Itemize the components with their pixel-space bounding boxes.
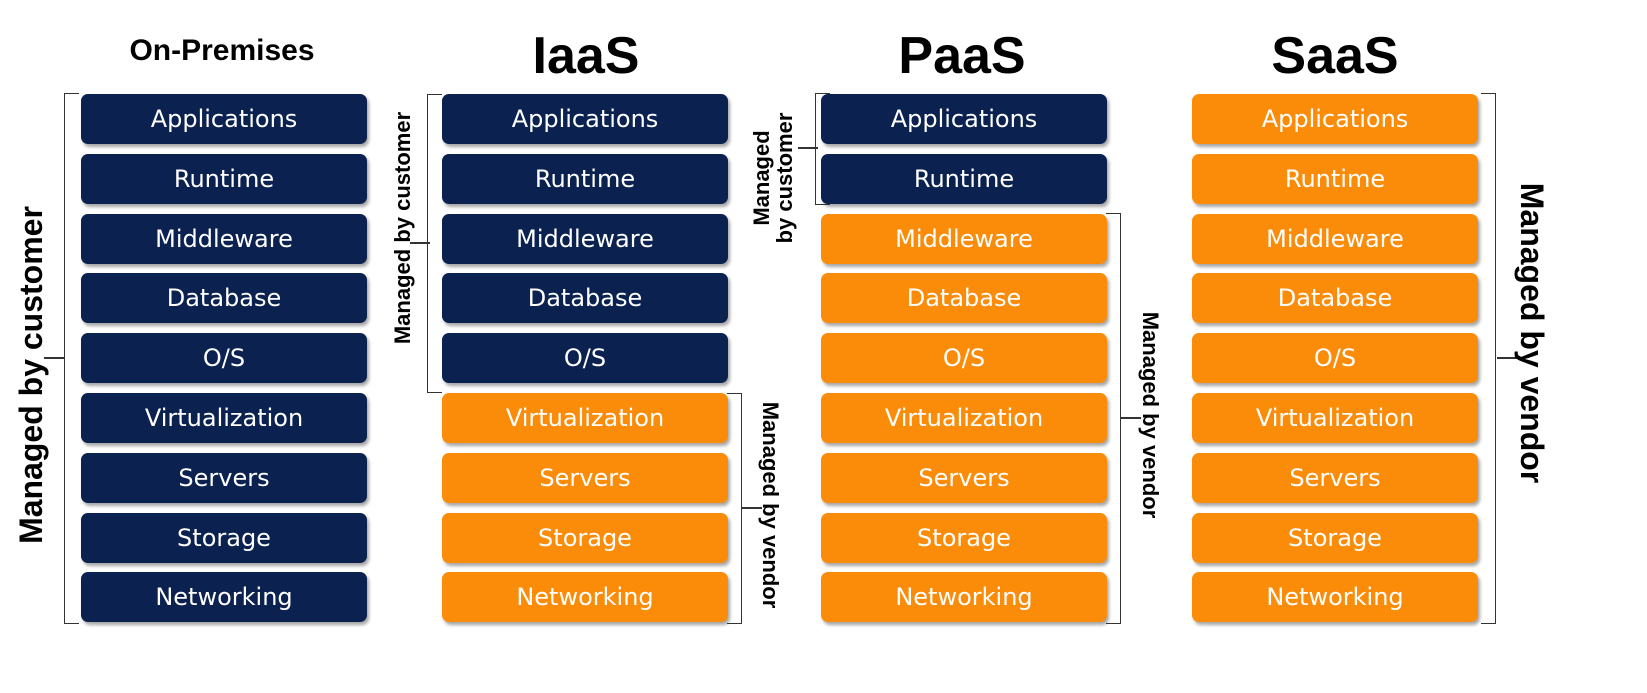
- paas-layer-runtime: Runtime: [821, 154, 1107, 204]
- heading-paas: PaaS: [898, 27, 1026, 85]
- saas-layer-runtime: Runtime: [1192, 154, 1478, 204]
- onprem-layer-applications: Applications: [81, 94, 367, 144]
- saas-layer-virtualization: Virtualization: [1192, 393, 1478, 443]
- paas-customer-label-line1: Managed: [748, 130, 774, 226]
- saas-vendor-bracket-tick: [1497, 357, 1517, 359]
- paas-layer-servers: Servers: [821, 453, 1107, 503]
- onprem-customer-bracket-tick: [44, 357, 64, 359]
- paas-vendor-bracket: [1106, 213, 1121, 624]
- iaas-vendor-label: Managed by vendor: [758, 401, 783, 609]
- iaas-customer-bracket-tick: [410, 242, 430, 244]
- paas-layer-database: Database: [821, 273, 1107, 323]
- iaas-layer-o-s: O/S: [442, 333, 728, 383]
- heading-iaas: IaaS: [532, 27, 640, 85]
- onprem-customer-bracket: [64, 93, 79, 624]
- paas-layer-networking: Networking: [821, 572, 1107, 622]
- paas-vendor-label: Managed by vendor: [1138, 311, 1163, 519]
- onprem-layer-virtualization: Virtualization: [81, 393, 367, 443]
- saas-layer-applications: Applications: [1192, 94, 1478, 144]
- iaas-vendor-bracket: [727, 393, 742, 624]
- onprem-layer-storage: Storage: [81, 513, 367, 563]
- saas-vendor-label: Managed by vendor: [1514, 182, 1550, 484]
- paas-layer-applications: Applications: [821, 94, 1107, 144]
- iaas-customer-label: Managed by customer: [390, 111, 415, 345]
- heading-saas: SaaS: [1271, 27, 1399, 85]
- saas-layer-o-s: O/S: [1192, 333, 1478, 383]
- paas-customer-bracket-tick: [798, 147, 818, 149]
- onprem-layer-networking: Networking: [81, 572, 367, 622]
- iaas-layer-database: Database: [442, 273, 728, 323]
- saas-layer-networking: Networking: [1192, 572, 1478, 622]
- iaas-layer-middleware: Middleware: [442, 214, 728, 264]
- iaas-vendor-bracket-tick: [742, 507, 762, 509]
- onprem-layer-servers: Servers: [81, 453, 367, 503]
- onprem-layer-o-s: O/S: [81, 333, 367, 383]
- onprem-layer-runtime: Runtime: [81, 154, 367, 204]
- paas-layer-storage: Storage: [821, 513, 1107, 563]
- onprem-layer-database: Database: [81, 273, 367, 323]
- onprem-customer-label: Managed by customer: [13, 206, 49, 544]
- iaas-layer-applications: Applications: [442, 94, 728, 144]
- saas-layer-storage: Storage: [1192, 513, 1478, 563]
- iaas-customer-bracket: [427, 94, 442, 393]
- paas-layer-virtualization: Virtualization: [821, 393, 1107, 443]
- paas-customer-label: Managed by customer: [748, 112, 797, 244]
- iaas-layer-runtime: Runtime: [442, 154, 728, 204]
- iaas-layer-servers: Servers: [442, 453, 728, 503]
- iaas-layer-storage: Storage: [442, 513, 728, 563]
- onprem-layer-middleware: Middleware: [81, 214, 367, 264]
- iaas-layer-networking: Networking: [442, 572, 728, 622]
- paas-vendor-bracket-tick: [1121, 417, 1141, 419]
- saas-layer-database: Database: [1192, 273, 1478, 323]
- iaas-layer-virtualization: Virtualization: [442, 393, 728, 443]
- paas-customer-label-line2: by customer: [772, 112, 797, 244]
- saas-layer-middleware: Middleware: [1192, 214, 1478, 264]
- paas-customer-bracket: [815, 93, 830, 205]
- heading-on-premises: On-Premises: [129, 34, 315, 67]
- paas-layer-middleware: Middleware: [821, 214, 1107, 264]
- saas-layer-servers: Servers: [1192, 453, 1478, 503]
- saas-vendor-bracket: [1481, 93, 1496, 624]
- paas-layer-o-s: O/S: [821, 333, 1107, 383]
